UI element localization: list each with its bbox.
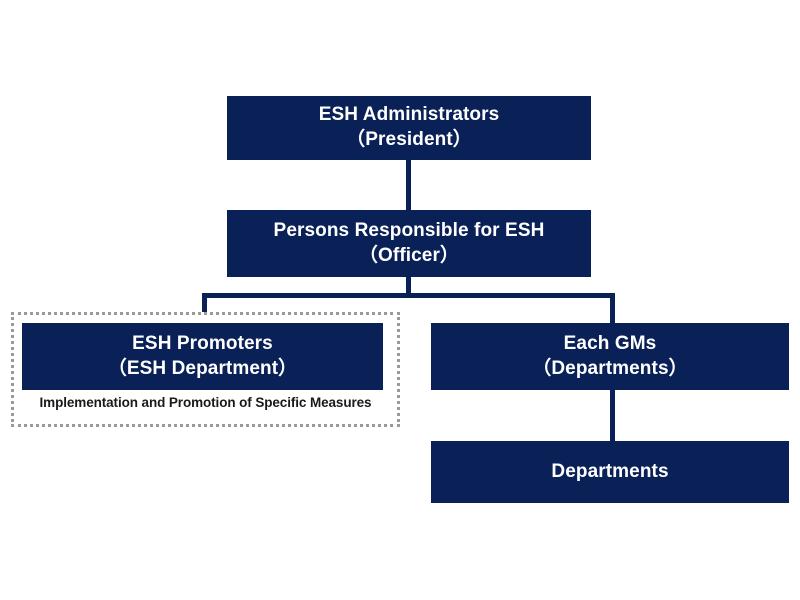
node-persons-responsible-for-esh[interactable]: Persons Responsible for ESH （Officer） — [227, 210, 591, 277]
node-persons-responsible-line2: （Officer） — [358, 244, 460, 266]
connector-persons-stem — [406, 277, 411, 298]
node-esh-promoters-line2: （ESH Department） — [107, 357, 298, 379]
node-departments[interactable]: Departments — [431, 441, 789, 503]
node-each-gms-line2: （Departments） — [532, 357, 688, 379]
node-esh-promoters-line1: ESH Promoters — [132, 332, 273, 354]
connector-administrators-to-persons — [406, 160, 411, 210]
connector-drop-to-each-gms — [610, 293, 615, 323]
node-each-gms[interactable]: Each GMs （Departments） — [431, 323, 789, 390]
connector-each-gms-to-departments — [610, 390, 615, 441]
connector-horizontal-bus — [202, 293, 615, 298]
group-esh-promoters: ESH Promoters （ESH Department） Implement… — [11, 312, 400, 427]
node-departments-line1: Departments — [551, 460, 669, 482]
group-caption-implementation-promotion: Implementation and Promotion of Specific… — [39, 395, 372, 410]
connector-drop-to-promoters — [202, 293, 207, 323]
node-esh-promoters[interactable]: ESH Promoters （ESH Department） — [22, 323, 383, 390]
node-esh-administrators[interactable]: ESH Administrators （President） — [227, 96, 591, 160]
node-each-gms-line1: Each GMs — [563, 332, 657, 354]
node-esh-administrators-line2: （President） — [346, 129, 472, 150]
node-persons-responsible-line1: Persons Responsible for ESH — [273, 219, 545, 241]
node-esh-administrators-line1: ESH Administrators — [318, 104, 500, 126]
